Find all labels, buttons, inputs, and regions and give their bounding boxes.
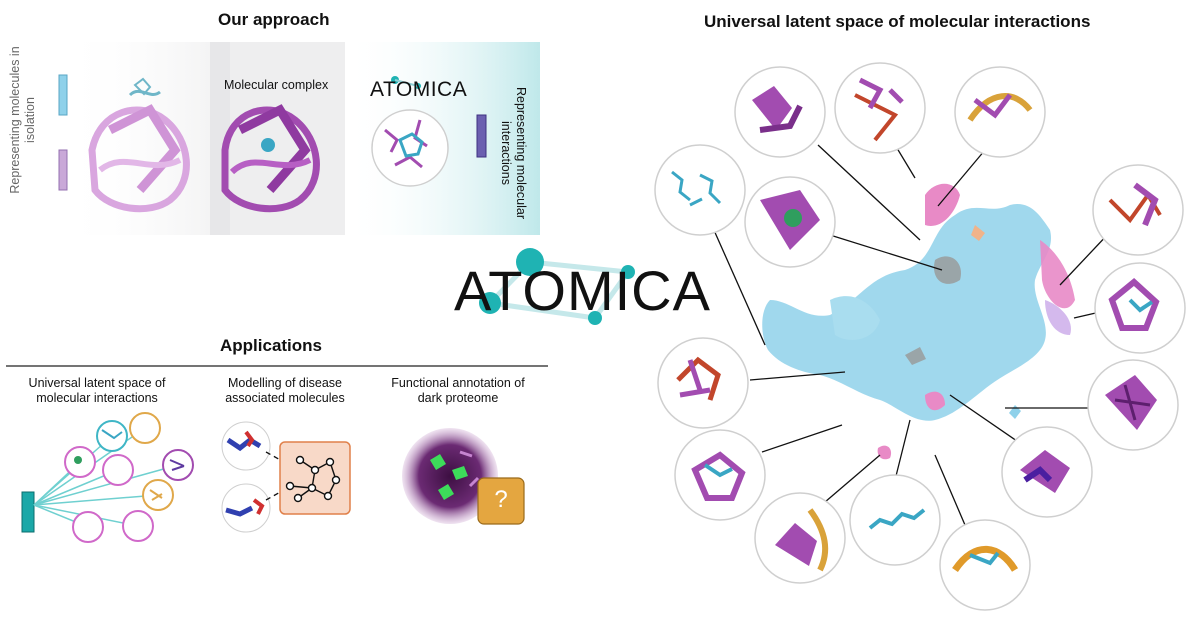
molecule-circle — [1092, 164, 1184, 256]
isolated-protein-structure — [88, 77, 190, 213]
molecule-circle — [654, 144, 746, 236]
molecule-circle — [954, 66, 1046, 158]
molecule-circle — [1001, 426, 1093, 518]
molecule-circle — [939, 519, 1031, 611]
applications-title: Applications — [220, 336, 323, 355]
complex-protein-structure — [221, 104, 320, 213]
molecule-circle — [1094, 262, 1186, 354]
interaction-embedding-vector — [476, 114, 487, 158]
latent-space-cloud — [762, 183, 1075, 460]
molecule-circle — [744, 176, 836, 268]
atomica-logo-graph — [479, 248, 635, 325]
approach-title: Our approach — [218, 10, 330, 29]
approach-brand-small: ATOMICA — [370, 78, 468, 101]
interaction-zoom-circle — [371, 76, 449, 187]
question-mark-icon: ? — [494, 486, 508, 513]
isolation-label: Representing molecules in isolation — [8, 46, 37, 194]
app-dark-proteome-label: Functional annotation of dark proteome — [391, 376, 525, 405]
latent-molecule-circles — [654, 62, 1186, 611]
atomica-logo-text: ATOMICA — [454, 259, 711, 322]
app-disease-illustration — [221, 421, 351, 533]
app-dark-proteome-illustration — [402, 428, 525, 525]
molecule-circle — [674, 429, 766, 521]
molecule-circle — [657, 337, 749, 429]
molecule-circle — [834, 62, 926, 154]
molecule-circle — [1087, 359, 1179, 451]
isolation-embedding-vectors — [58, 74, 68, 191]
app-disease-label: Modelling of disease associated molecule… — [225, 376, 345, 405]
molecule-circle — [849, 474, 941, 566]
latent-space-title: Universal latent space of molecular inte… — [704, 12, 1091, 31]
app-latent-space-illustration — [21, 412, 194, 543]
molecule-circle — [754, 492, 846, 584]
molecule-circle — [734, 66, 826, 158]
interactions-label: Representing molecular interactions — [499, 86, 528, 219]
complex-label: Molecular complex — [224, 78, 329, 92]
app-latent-space-label: Universal latent space of molecular inte… — [28, 376, 166, 405]
